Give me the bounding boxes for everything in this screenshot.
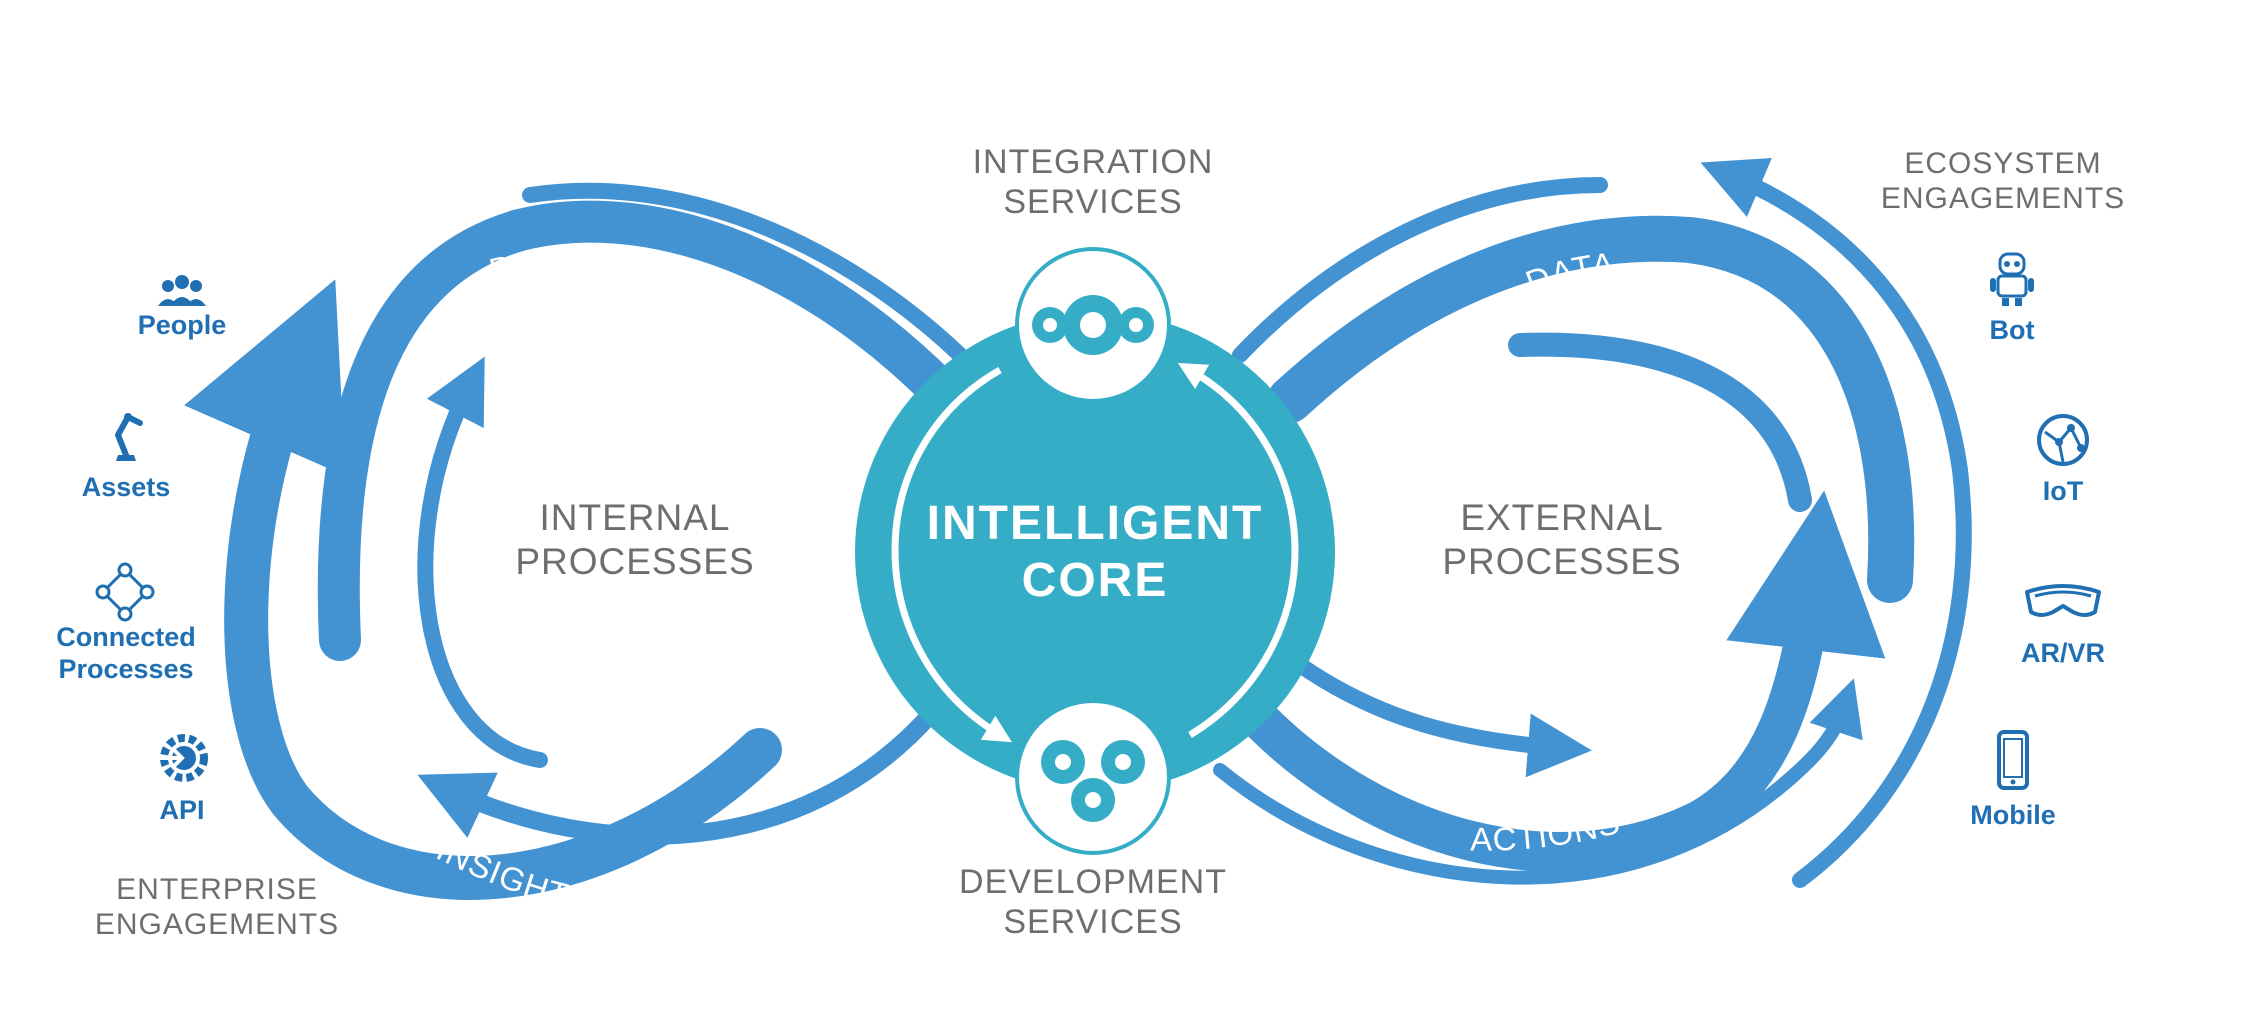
right-action-band — [1240, 490, 1886, 872]
ecosystem-item-ar-vr: AR/VR — [2020, 638, 2105, 668]
right-inner-arc — [1508, 332, 1812, 512]
left-top-strand — [522, 182, 968, 363]
core-outer-ring — [855, 312, 1335, 792]
core-title: INTELLIGENT CORE — [926, 497, 1264, 607]
robot-arm-icon — [115, 413, 143, 461]
integration-services-label: INTEGRATION SERVICES — [972, 143, 1214, 222]
enterprise-item-assets: Assets — [81, 472, 171, 502]
right-top-strand — [1232, 177, 1608, 363]
left-data-band — [317, 200, 961, 661]
left-outer-arrow — [184, 279, 782, 900]
ecosystem-item-bot: Bot — [1989, 315, 2035, 345]
connected-nodes-icon — [95, 562, 155, 622]
right-loop — [1213, 158, 1972, 888]
right-inner-right-arrow — [1292, 657, 1592, 778]
enterprise-item-people: People — [137, 310, 227, 340]
bot-icon — [1990, 252, 2034, 306]
gears-icon — [1032, 295, 1154, 355]
left-inner-up-arrow — [417, 356, 548, 768]
ecosystem-item-mobile: Mobile — [1970, 800, 2056, 830]
right-data-band — [1267, 215, 1915, 603]
gears-icon — [1041, 740, 1145, 822]
core-left-arrow — [891, 366, 1012, 743]
ecosystem-item-iot: IoT — [2042, 476, 2084, 506]
right-bottom-strand — [1213, 678, 1863, 885]
enterprise-item-api: API — [159, 795, 205, 825]
development-services-node — [1015, 699, 1171, 855]
enterprise-engagements-heading: ENTERPRISE ENGAGEMENTS — [94, 873, 340, 942]
mobile-phone-icon — [1997, 730, 2029, 790]
enterprise-item-connected-processes: Connected Processes — [56, 622, 196, 684]
vr-headset-icon — [2025, 584, 2101, 617]
internal-processes-label: INTERNAL PROCESSES — [515, 497, 755, 582]
ecosystem-engagements-heading: ECOSYSTEM ENGAGEMENTS — [1880, 147, 2126, 216]
left-loop — [184, 182, 968, 900]
iot-globe-icon — [2037, 414, 2089, 466]
core-right-arrow — [1177, 363, 1299, 738]
right-outer-arrow — [1700, 158, 1972, 888]
external-processes-label: EXTERNAL PROCESSES — [1442, 497, 1682, 582]
left-inner-down-arrow — [417, 706, 939, 845]
api-gear-icon — [156, 734, 208, 782]
people-icon — [158, 275, 206, 306]
development-services-label: DEVELOPMENT SERVICES — [959, 863, 1227, 942]
